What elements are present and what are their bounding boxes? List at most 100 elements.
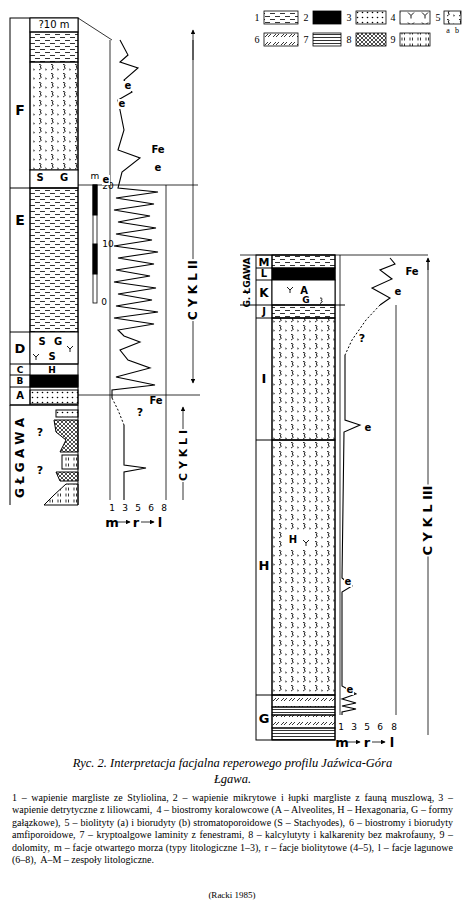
left-column-polygon [44, 484, 78, 505]
scale-bar-rect [93, 185, 97, 215]
left-curve-frame-line [193, 40, 194, 383]
left-column-rect [30, 170, 78, 188]
unit-letter: A [16, 391, 24, 401]
legend-swatches-rect [264, 33, 298, 46]
event-mark: e [154, 163, 163, 173]
left-column-line [10, 405, 11, 505]
right-column-rect [272, 268, 335, 280]
axis-number: 6 [377, 723, 383, 732]
figure-caption: Ryc. 2. Interpretacja facjalna reperoweg… [60, 756, 405, 787]
source-note: (Racki 1985) [208, 891, 255, 900]
legend-entry: 1 – wapienie margliste ze Styliolina, [12, 792, 169, 803]
scale-number: 10 [102, 240, 113, 249]
left-column-rect [30, 188, 78, 332]
right-column-line [256, 280, 272, 281]
right-curve-frame [340, 255, 428, 742]
axis-facies: m [335, 736, 349, 749]
right-curve-frame-line [372, 742, 385, 743]
left-column-line [10, 387, 78, 388]
left-curve-frame-line [117, 522, 130, 523]
left-curve-frame-line [166, 185, 167, 500]
legend-text: 1 – wapienie margliste ze Styliolina, 2 –… [12, 792, 453, 866]
scale-bar [93, 185, 97, 303]
left-curve-frame-line [193, 30, 194, 60]
iron-mark: Fe [150, 145, 165, 155]
left-column-line [10, 188, 78, 189]
event-mark: e [364, 423, 373, 433]
unit-letter: M [259, 257, 270, 268]
legend-number: 5 [436, 13, 441, 23]
right-column-path [303, 540, 309, 546]
fossil-letter: H [48, 366, 56, 375]
right-column-rect [256, 255, 335, 740]
iron-mark: Fe [404, 267, 419, 277]
right-curve-frame-line [396, 305, 397, 715]
axis-number: 1 [109, 504, 115, 513]
unit-letter: K [259, 287, 268, 299]
left-curve-frame-line [78, 395, 200, 396]
right-column-rect [272, 715, 335, 728]
scale-bar-rect [93, 244, 97, 274]
locality-name: G Ł G A W A [14, 418, 26, 498]
left-column-rect [10, 18, 78, 405]
cycle-name: C Y K L II [187, 259, 199, 321]
axis-facies: m [105, 516, 119, 529]
right-column-rect [272, 728, 335, 740]
legend-number: 1 [255, 13, 260, 23]
right-column-path [287, 287, 322, 304]
axis-number: 3 [122, 504, 128, 513]
facies-curves [112, 40, 395, 715]
axis-facies: r [364, 736, 370, 749]
left-column-line [10, 375, 30, 376]
unit-letter: C [17, 366, 24, 375]
legend-swatches-rect [400, 11, 430, 24]
scale-bar-rect [93, 185, 97, 303]
legend-number: 8 [347, 35, 352, 45]
left-column-rect [30, 375, 78, 387]
legend-entry: 5 – biolityty (a) i biorudyty (b) stroma… [65, 817, 346, 828]
legend-subletter: b [455, 27, 459, 35]
unit-letter: D [15, 342, 26, 355]
left-column-rect [30, 18, 78, 32]
facies-curve [112, 40, 158, 398]
left-column-rect [62, 455, 78, 469]
right-column-rect [272, 305, 335, 318]
axis-number: 3 [351, 723, 357, 732]
event-mark: e [102, 175, 111, 185]
fossil-letter: A [300, 286, 308, 296]
left-column-rect [30, 62, 78, 170]
left-column [10, 18, 112, 505]
unit-letter: B [17, 377, 24, 386]
facies-curve [372, 258, 395, 305]
fossil-letter: H [289, 535, 297, 545]
unit-letter: E [15, 213, 25, 227]
unit-letter: F [15, 103, 25, 117]
axis-number: 1 [338, 723, 344, 732]
right-curve-frame-line [340, 255, 341, 715]
right-column-rect [272, 318, 335, 440]
left-column-line [10, 405, 78, 406]
legend-swatches-rect [356, 33, 386, 46]
fossil-letter: S [38, 337, 45, 347]
legend-entry: r – facje biolitytowe (4–5), [265, 842, 374, 853]
fossil-letter: S [36, 173, 43, 183]
unit-letter: I [262, 372, 267, 385]
left-column-rect [30, 390, 78, 404]
event-mark: e [346, 685, 355, 695]
unit-letter: J [262, 307, 266, 317]
right-column-rect [272, 707, 335, 715]
fossil-letter: G [60, 173, 68, 183]
axis-number: 8 [161, 504, 167, 513]
axis-number: 5 [364, 723, 370, 732]
unit-letter: H [259, 559, 270, 572]
unit-letter: L [261, 269, 267, 279]
left-curve-frame-line [110, 40, 111, 500]
right-column-rect [284, 532, 314, 548]
axis-number: 5 [135, 504, 141, 513]
legend-entry: 2 – wapienie mikrytowe i łupki margliste… [173, 792, 435, 803]
left-column-line [78, 405, 79, 505]
fossil-letter: G [302, 296, 309, 305]
fossil-letter: S [48, 352, 55, 362]
caption-text: Ryc. 2. Interpretacja facjalna reperoweg… [60, 756, 405, 787]
legend-swatches-rect [264, 11, 298, 24]
